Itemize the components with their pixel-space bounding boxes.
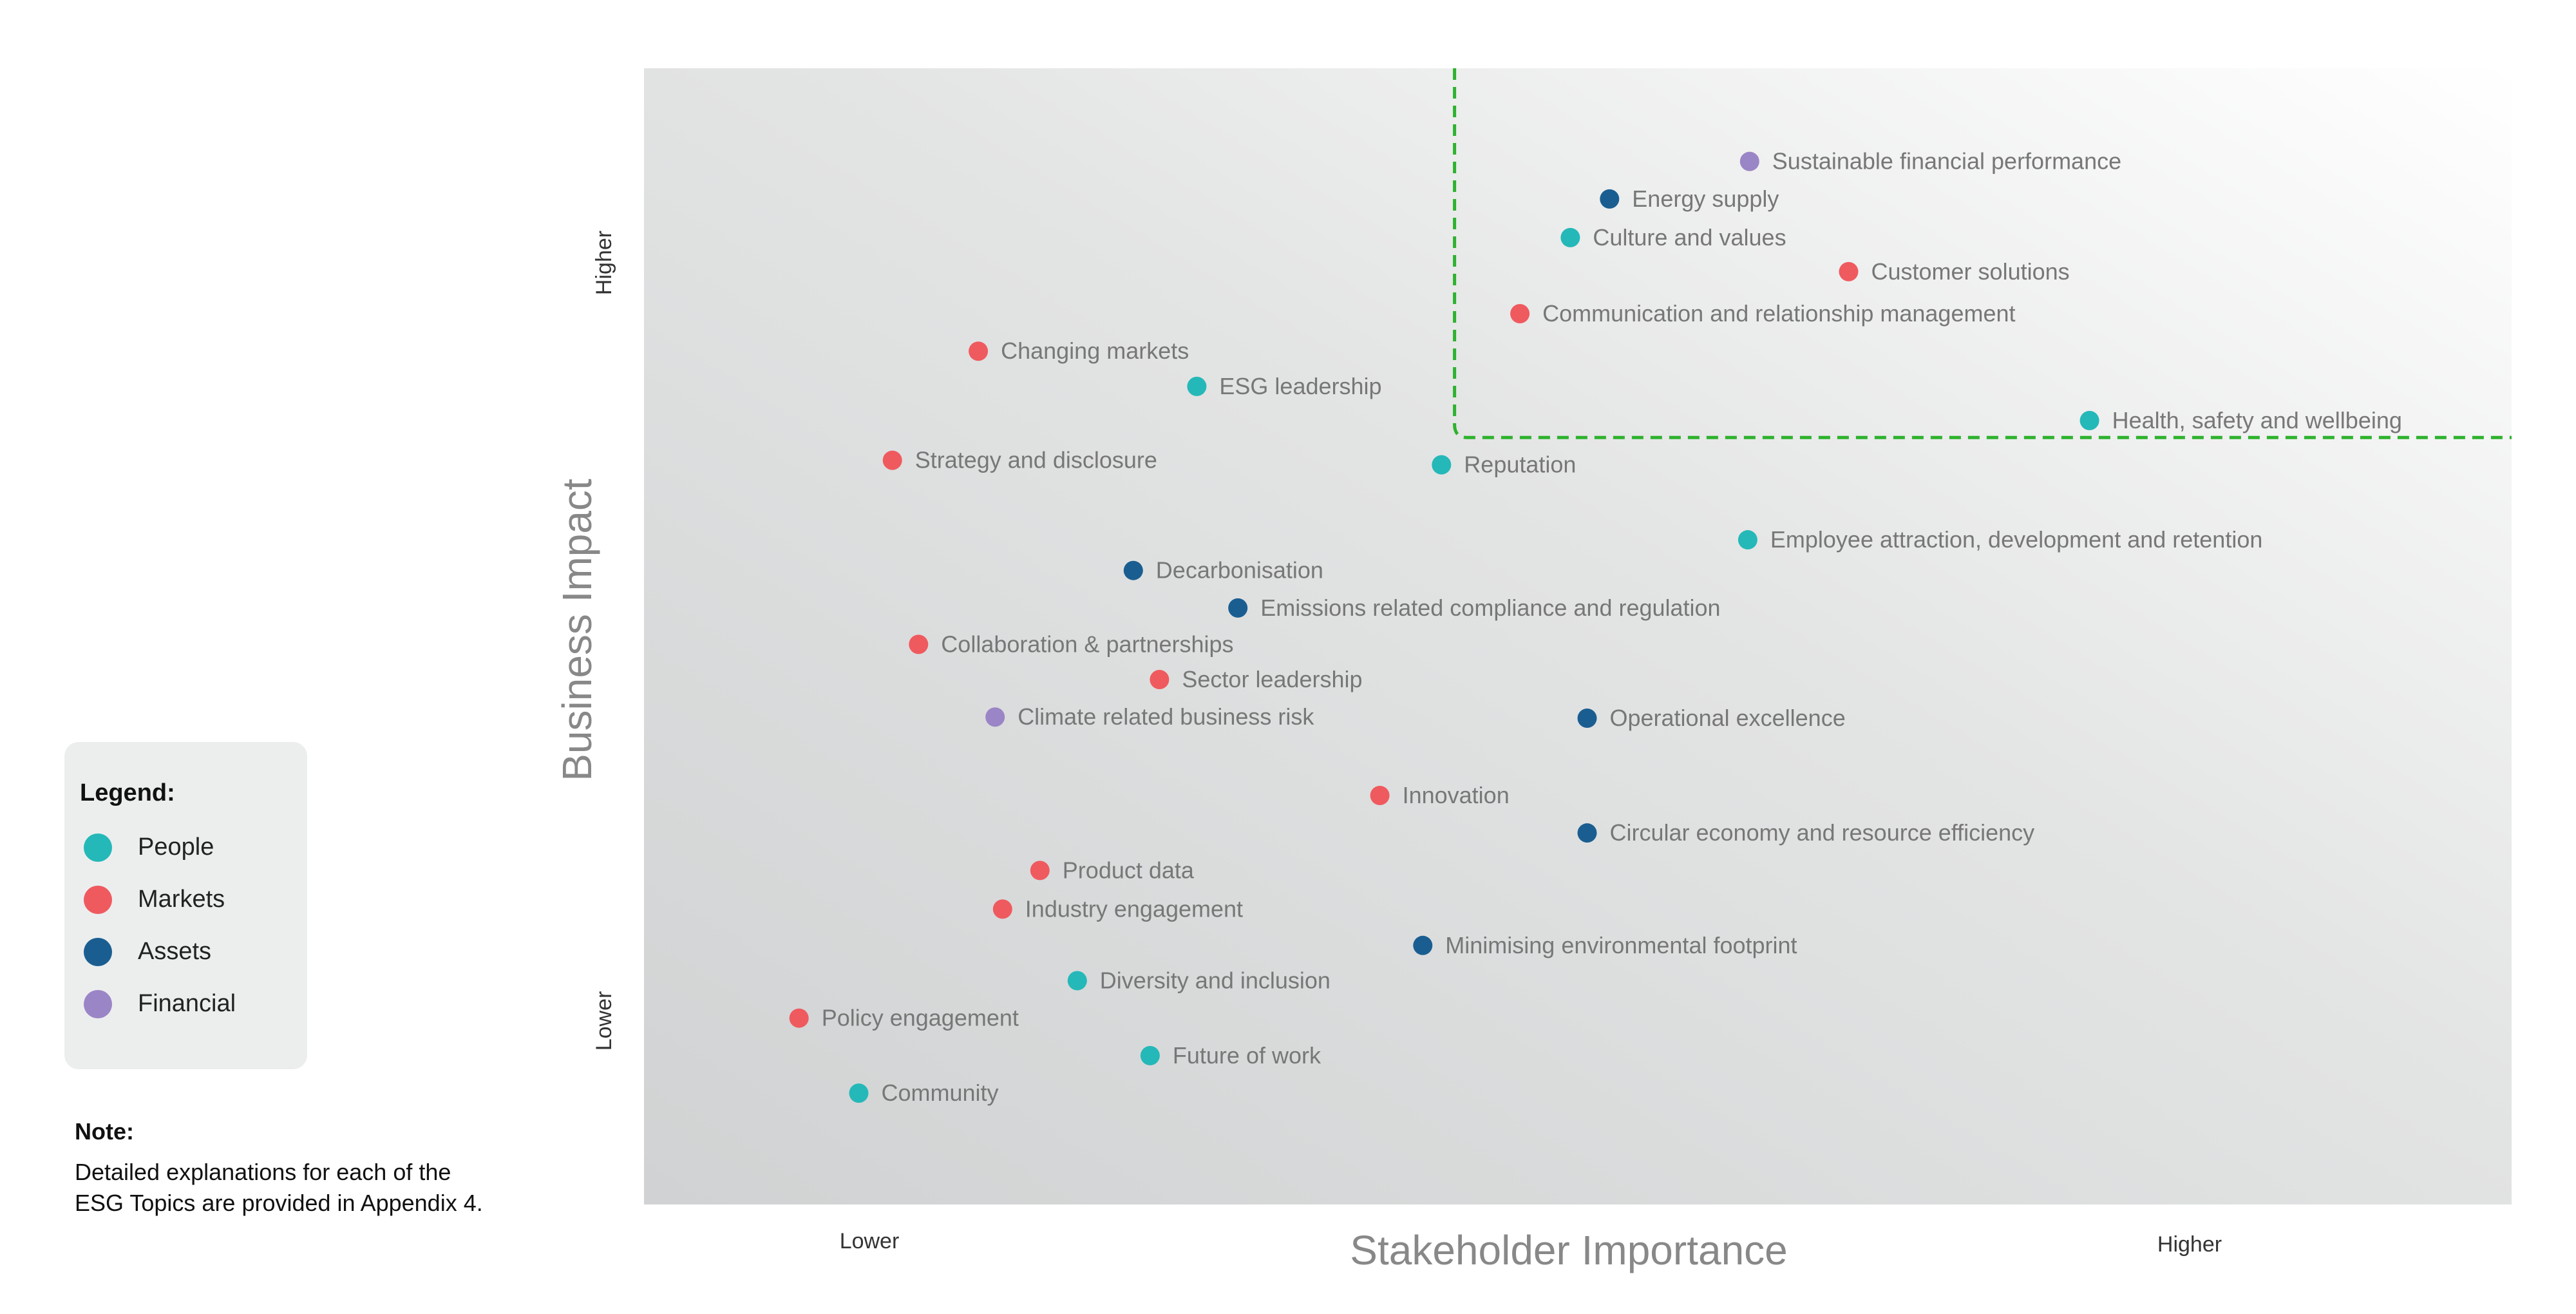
data-point-label: Future of work — [1173, 1042, 1321, 1069]
priority-threshold-line — [1453, 68, 2512, 439]
data-point-label: Sector leadership — [1182, 666, 1362, 692]
data-point-label: Energy supply — [1632, 186, 1779, 212]
data-point-label: Circular economy and resource efficiency — [1610, 819, 2035, 846]
data-point — [1739, 151, 1759, 171]
data-point — [1560, 227, 1580, 247]
data-point — [1067, 971, 1087, 991]
legend-title: Legend: — [80, 779, 175, 806]
y-tick-higher: Higher — [592, 231, 616, 295]
data-point-label: Innovation — [1403, 782, 1510, 808]
data-point-label: Reputation — [1464, 452, 1576, 478]
data-point-label: Policy engagement — [822, 1005, 1019, 1031]
legend-item-financial: Financial — [80, 978, 307, 1030]
data-point — [992, 899, 1012, 919]
data-point — [1228, 598, 1248, 618]
data-point — [1432, 455, 1452, 475]
note-title: Note: — [75, 1118, 134, 1145]
data-point — [1150, 670, 1170, 690]
data-point — [2079, 410, 2099, 430]
people-dot-icon — [84, 833, 112, 862]
financial-dot-icon — [84, 989, 112, 1018]
legend-label-assets: Assets — [138, 938, 212, 965]
data-point — [882, 450, 902, 470]
data-point-label: Decarbonisation — [1156, 557, 1323, 584]
legend: Legend: People Markets Assets Financial — [64, 742, 307, 1069]
data-point-label: Strategy and disclosure — [915, 447, 1157, 473]
x-axis-title: Stakeholder Importance — [1350, 1227, 1788, 1273]
legend-label-markets: Markets — [138, 886, 225, 913]
data-point — [1510, 304, 1530, 324]
legend-item-markets: Markets — [80, 873, 307, 926]
data-point — [849, 1083, 869, 1103]
note-line: Detailed explanations for each of the — [75, 1159, 451, 1185]
data-point — [969, 341, 989, 361]
data-point-label: Employee attraction, development and ret… — [1770, 526, 2262, 553]
data-point-label: ESG leadership — [1219, 373, 1381, 399]
data-point-label: Communication and relationship managemen… — [1542, 300, 2015, 327]
data-point — [789, 1008, 809, 1028]
data-point-label: Customer solutions — [1871, 258, 2070, 285]
data-point-label: Culture and values — [1593, 224, 1786, 251]
assets-dot-icon — [84, 937, 112, 966]
data-point-label: Community — [882, 1080, 999, 1106]
y-axis-title: Business Impact — [554, 479, 600, 781]
data-point — [1413, 935, 1433, 955]
data-point — [1577, 823, 1597, 843]
data-point-label: Diversity and inclusion — [1100, 967, 1331, 993]
data-point-label: Minimising environmental footprint — [1445, 932, 1797, 958]
data-point-label: Industry engagement — [1025, 895, 1243, 922]
data-point — [1187, 376, 1207, 396]
data-point — [1839, 262, 1859, 281]
data-point-label: Product data — [1063, 857, 1195, 883]
data-point — [985, 707, 1005, 727]
data-point — [1738, 530, 1757, 550]
data-point — [1370, 785, 1390, 805]
legend-label-people: People — [138, 833, 214, 861]
data-point — [1600, 189, 1620, 209]
data-point — [1030, 861, 1050, 881]
note-line: ESG Topics are provided in Appendix 4. — [75, 1190, 483, 1216]
legend-item-people: People — [80, 821, 307, 873]
data-point — [1577, 709, 1597, 728]
data-point-label: Collaboration & partnerships — [941, 631, 1233, 657]
legend-item-assets: Assets — [80, 926, 307, 978]
note-body: Detailed explanations for each of the ES… — [75, 1157, 526, 1219]
markets-dot-icon — [84, 885, 112, 914]
plot-area — [644, 68, 2512, 1204]
data-point-label: Operational excellence — [1610, 705, 1846, 731]
data-point-label: Emissions related compliance and regulat… — [1260, 595, 1720, 621]
y-tick-lower: Lower — [592, 991, 616, 1051]
data-point — [909, 634, 929, 654]
data-point-label: Health, safety and wellbeing — [2112, 407, 2402, 433]
data-point-label: Changing markets — [1001, 338, 1189, 364]
x-tick-higher: Higher — [2157, 1232, 2222, 1257]
legend-label-financial: Financial — [138, 990, 236, 1017]
data-point — [1140, 1045, 1160, 1065]
data-point — [1123, 560, 1143, 580]
note: Note: Detailed explanations for each of … — [75, 1118, 526, 1219]
data-point-label: Sustainable financial performance — [1772, 148, 2121, 175]
x-tick-lower: Lower — [840, 1229, 900, 1253]
data-point-label: Climate related business risk — [1018, 703, 1314, 730]
